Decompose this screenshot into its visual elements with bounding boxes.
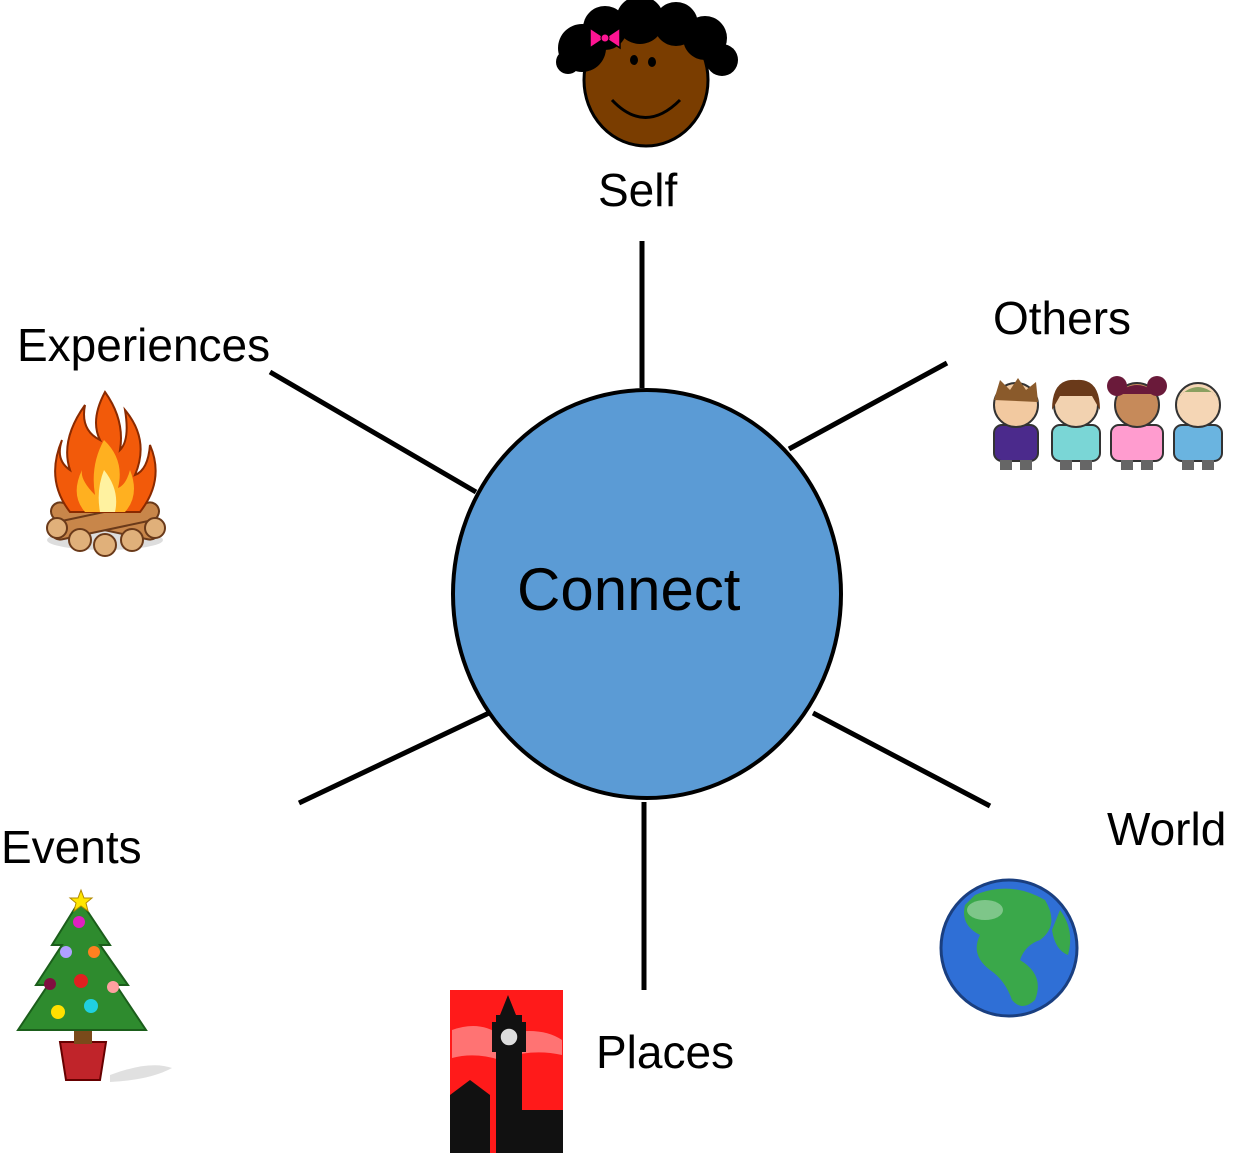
- spoke-events: [297, 710, 491, 806]
- node-label-world: World: [1107, 803, 1227, 855]
- node-label-others: Others: [993, 292, 1132, 344]
- center-circle: [451, 388, 843, 800]
- spokes: [268, 241, 992, 990]
- big-ben-icon: [450, 990, 563, 1153]
- spoke-world: [811, 710, 992, 809]
- globe-icon: [939, 878, 1079, 1018]
- spoke-experiences: [268, 369, 478, 495]
- campfire-icon: [46, 390, 166, 557]
- girl-face-icon: [556, 0, 738, 148]
- center-label: Connect: [517, 556, 741, 623]
- spoke-others: [787, 360, 949, 452]
- christmas-tree-icon: [16, 888, 172, 1082]
- children-group-icon: [993, 376, 1223, 470]
- node-label-events: Events: [1, 821, 142, 873]
- node-label-self: Self: [598, 164, 678, 216]
- node-label-places: Places: [596, 1026, 735, 1078]
- node-label-experiences: Experiences: [17, 319, 271, 371]
